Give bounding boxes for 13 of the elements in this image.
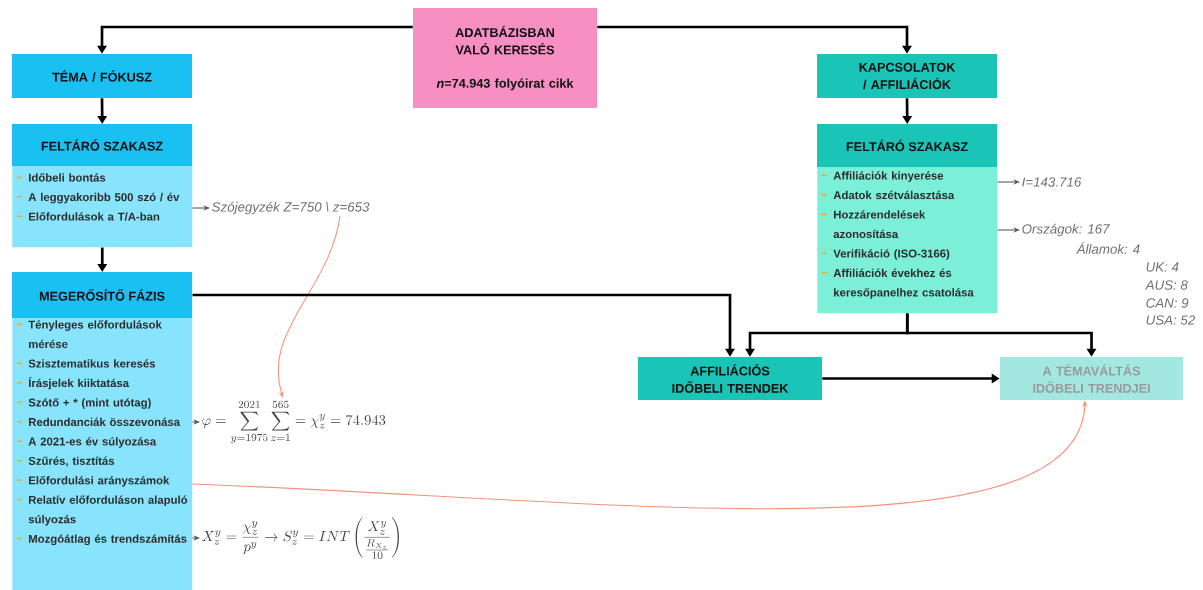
process-box: MEGERŐSÍTŐ FÁZIS Tényleges előfordulások mérése Szisztematikus keresés Írásjelek kiiktatása Szótő + * (mint utótag) Redundanciák összevonása A 2021-es év súlyozása Szűrés, tisztítás Előfordulási arányszámok Relatív előforduláson alapuló súlyozás Mozgóátlag és trendszámítás — [12, 272, 193, 590]
process-box: AFFILIÁCIÓS IDŐBELI TRENDEK — [638, 357, 822, 400]
process-box: FELTÁRÓ SZAKASZ Affiliációk kinyerése Adatok szétválasztása Hozzárendelések azonosítása Verifikáció (ISO-3166) Affiliációk évekhez és keresőpanelhez csatolása — [817, 124, 998, 314]
note-text: I=143.716 — [1022, 177, 1082, 187]
note-text: Országok: 167 Államok: 4 UK: 4 AUS: 8 CAN: 9 USA: 52 — [1022, 223, 1196, 325]
formula: $\varphi = \sum_{y=1975}^{2021}\sum_{z=1}^{565} = \chi_z^y = 74.943$ — [202, 400, 386, 444]
process-box: A TÉMAVÁLTÁS IDŐBELI TRENDJEI — [1000, 357, 1183, 400]
formula: $X_z^y = \frac{\chi_z^y}{p^y} \rightarrow S_z^y = INT\left(\frac{X_z^y}{\frac{R_{X_z}}{10}}\right)$ — [202, 517, 399, 559]
process-box: ADATBÁZISBAN VALÓ KERESÉS n=74.943 folyóirat cikk — [413, 8, 597, 108]
process-box: FELTÁRÓ SZAKASZ Időbeli bontás A leggyakoribb 500 szó / év Előfordulások a T/A-ban — [12, 124, 193, 248]
process-box: KAPCSOLATOK / AFFILIÁCIÓK — [817, 54, 997, 98]
note-text: Szójegyzék Z=750 \ z=653 — [212, 201, 370, 215]
process-box: TÉMA / FÓKUSZ — [12, 54, 192, 98]
